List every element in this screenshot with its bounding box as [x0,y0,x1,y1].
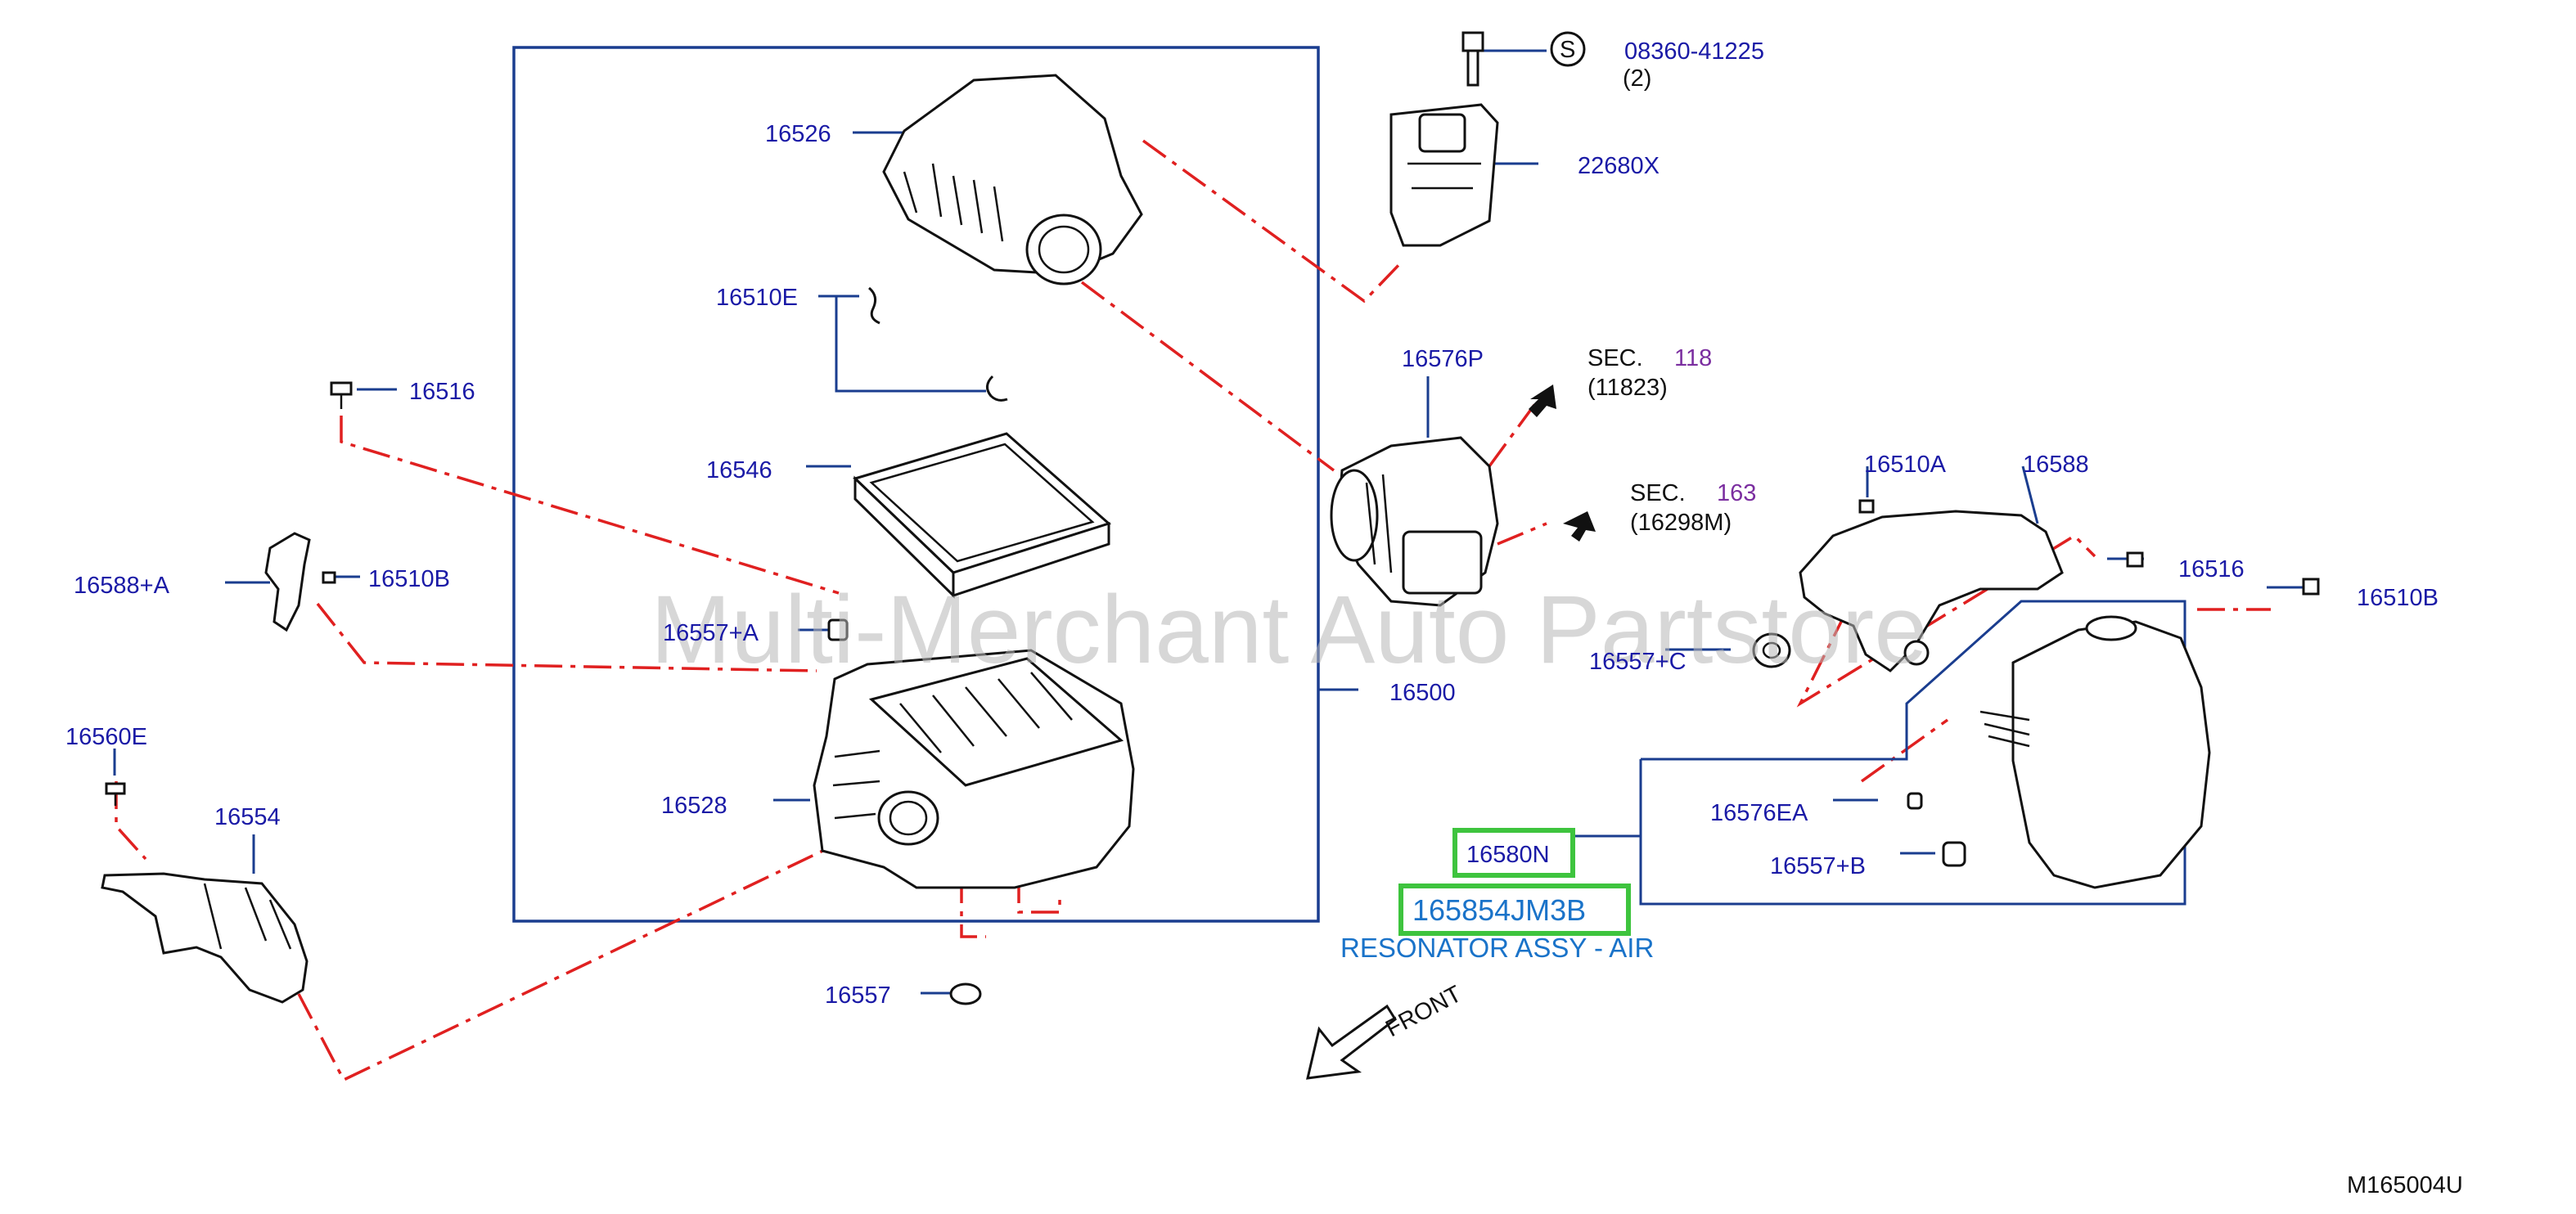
callout-22680X[interactable]: 22680X [1578,153,1660,179]
section-1-ref: (11823) [1587,375,1668,401]
callout-16554[interactable]: 16554 [214,804,281,830]
callout-16516-right[interactable]: 16516 [2178,556,2245,582]
bolt-symbol: S [1560,37,1575,63]
air-cleaner-cover-16526 [882,74,1143,286]
callout-16576P[interactable]: 16576P [1402,346,1484,372]
highlight-box-165854JM3B[interactable] [1398,884,1631,936]
clip-16510A [1858,499,1875,514]
highlight-box-16580N[interactable] [1452,828,1575,878]
resonator-tank-16580N [1979,615,2211,889]
callout-16580N[interactable]: 16580N [1466,842,1550,868]
callout-16588[interactable]: 16588 [2023,452,2089,478]
callout-16588A[interactable]: 16588+A [74,573,170,599]
section-arrows [1529,384,1596,542]
callout-16528[interactable]: 16528 [661,793,727,819]
section-1-link[interactable]: 118 [1674,345,1712,371]
diagram-code: M165004U [2347,1172,2463,1198]
callout-16557[interactable]: 16557 [825,982,891,1009]
clip-16510B-right [2302,578,2320,596]
callout-16576EA[interactable]: 16576EA [1710,800,1808,826]
callout-16510E[interactable]: 16510E [716,285,798,311]
bolt-16516-left [330,381,353,409]
selected-part-number[interactable]: 165854JM3B [1412,893,1586,927]
callout-16557C[interactable]: 16557+C [1589,649,1687,675]
leader-lines [113,49,2309,995]
grommet-16557 [949,982,982,1005]
callout-16510B-right[interactable]: 16510B [2357,585,2439,611]
callout-16526[interactable]: 16526 [765,121,831,147]
callout-16557B[interactable]: 16557+B [1770,853,1866,879]
bolt-08360 [1461,31,1586,87]
section-1-label: SEC. [1587,345,1643,371]
watermark: Multi-Merchant Auto Partstore [651,576,1928,684]
front-arrow [1306,1004,1397,1080]
section-2-link[interactable]: 163 [1717,480,1756,506]
clip-16510B-left [322,571,336,584]
section-2-label: SEC. [1630,480,1686,506]
callout-16510B-left[interactable]: 16510B [368,566,450,592]
air-cleaner-case-16528 [813,649,1135,889]
grommet-16557B [1942,841,1966,867]
callout-16546[interactable]: 16546 [706,457,772,483]
airflow-sensor-22680X [1389,103,1499,247]
air-filter-16546 [853,432,1111,599]
grommet-16557A [827,618,849,641]
bracket-16588A [264,532,311,632]
clip-16510E [867,286,1008,402]
pin-16576EA [1907,792,1923,810]
section-2-ref: (16298M) [1630,510,1732,536]
bracket-16588 [1799,510,2064,672]
assembly-frame [512,46,1320,923]
callout-16500[interactable]: 16500 [1389,680,1456,706]
duct-16554 [101,872,308,1004]
front-label: FRONT [1381,981,1466,1042]
callout-08360-41225[interactable]: 08360-41225 [1624,38,1764,65]
bolt-16516-right [2126,551,2144,568]
bolt-quantity: (2) [1623,65,1651,92]
resonator-16576P [1330,436,1499,607]
callout-16516-left[interactable]: 16516 [409,379,475,405]
callout-16557A[interactable]: 16557+A [663,620,759,646]
bolt-16560E [105,782,126,806]
callout-16560E[interactable]: 16560E [65,724,147,750]
selected-part-description: RESONATOR ASSY - AIR [1340,933,1654,963]
callout-16510A[interactable]: 16510A [1864,452,1947,478]
grommet-16557C [1752,632,1791,668]
